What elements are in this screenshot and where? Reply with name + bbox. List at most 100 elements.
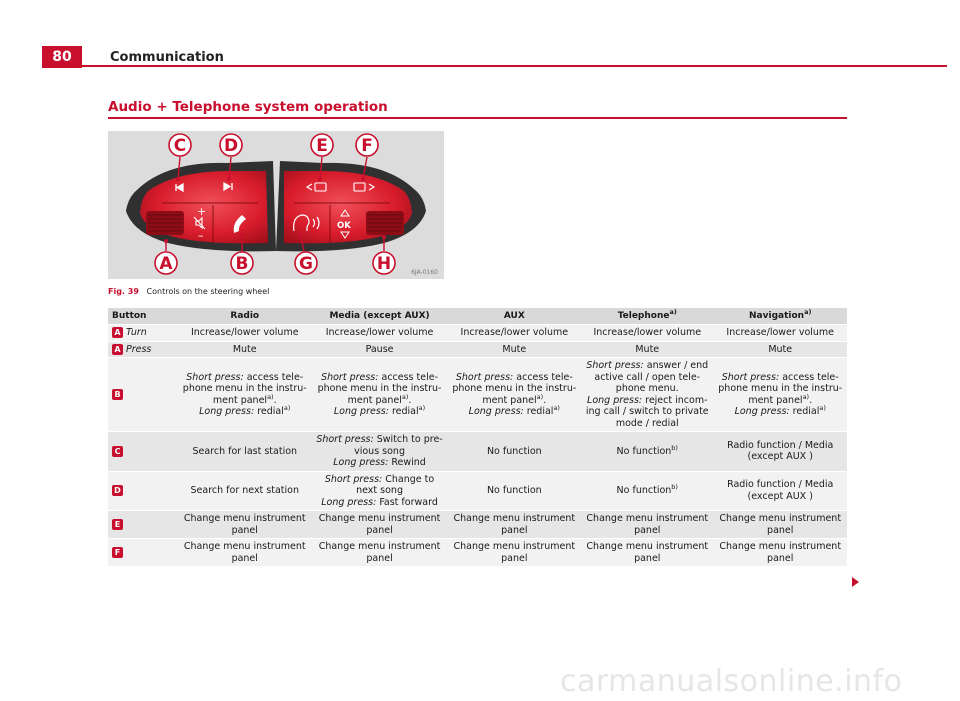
page-number: 80 xyxy=(42,46,82,68)
callout-c: C xyxy=(174,136,186,156)
ok-glyph: OK xyxy=(337,221,351,231)
header-navigation: Navigationa) xyxy=(713,308,847,325)
figure-caption-label: Fig. 39 xyxy=(108,287,139,296)
button-badge: D xyxy=(112,485,123,496)
callout-h: H xyxy=(377,254,391,274)
header-rule xyxy=(82,65,947,67)
table-header-row: Button Radio Media (except AUX) AUX Tele… xyxy=(108,308,847,325)
header-radio: Radio xyxy=(178,308,312,325)
table-cell: No function xyxy=(447,470,582,511)
header-telephone: Telephonea) xyxy=(581,308,714,325)
callout-a: A xyxy=(159,254,173,274)
callout-d: D xyxy=(224,136,238,156)
table-cell: Short press: access tele- phone menu in … xyxy=(311,357,448,432)
table-cell: Mute xyxy=(447,340,582,358)
figure-caption: Fig. 39 Controls on the steering wheel xyxy=(108,287,269,296)
mute-icon xyxy=(193,216,206,230)
volume-plus-glyph: + xyxy=(197,205,206,218)
chapter-title: Communication xyxy=(110,50,224,65)
callout-g: G xyxy=(299,254,313,274)
table-cell: Increase/lower volume xyxy=(447,324,582,341)
button-badge: A xyxy=(112,343,123,355)
section-title: Audio + Telephone system operation xyxy=(108,99,388,115)
table-cell: Radio function / Media(except AUX ) xyxy=(713,470,847,511)
table-cell: Mute xyxy=(178,340,312,358)
table-cell: Increase/lower volume xyxy=(713,324,847,341)
phone-icon xyxy=(233,215,246,233)
next-track-icon xyxy=(223,181,233,192)
callout-dots xyxy=(164,177,386,243)
steering-wheel-figure: + – xyxy=(108,131,444,279)
controls-table: Button Radio Media (except AUX) AUX Tele… xyxy=(108,308,847,566)
table-cell: Increase/lower volume xyxy=(311,324,448,341)
table-cell: Mute xyxy=(713,340,847,358)
row-label: F xyxy=(108,538,178,566)
button-badge: F xyxy=(112,546,123,558)
watermark: carmanualsonline.info xyxy=(560,664,903,699)
steering-wheel-illustration: + – xyxy=(108,131,444,279)
row-label: C xyxy=(108,431,178,471)
table-cell: Pause xyxy=(311,340,448,358)
table-cell: Increase/lower volume xyxy=(178,324,312,341)
previous-track-icon xyxy=(175,182,184,193)
button-badge: A xyxy=(112,327,123,338)
button-badge: E xyxy=(112,518,123,530)
table-cell: Mute xyxy=(581,340,714,358)
button-badge: B xyxy=(112,388,123,400)
table-cell: Short press: access tele- phone menu in … xyxy=(713,357,847,432)
callout-e: E xyxy=(316,136,328,156)
right-spoke: OK xyxy=(276,161,426,252)
down-icon xyxy=(340,231,350,239)
table-cell: No functionb) xyxy=(581,470,714,511)
table-cell: Short press: answer / end active call / … xyxy=(581,357,714,432)
continue-arrow-icon xyxy=(852,577,859,587)
figure-caption-text: Controls on the steering wheel xyxy=(146,287,270,296)
volume-minus-glyph: – xyxy=(198,229,204,242)
figure-code: 6JA-0160 xyxy=(411,269,438,276)
table-cell: Increase/lower volume xyxy=(581,324,714,341)
table-cell: No functionb) xyxy=(581,431,714,471)
table-cell: Short press: access tele- phone menu in … xyxy=(178,357,312,432)
row-label: E xyxy=(108,510,178,539)
section-rule xyxy=(108,117,847,119)
table-cell: Search for last station xyxy=(178,431,312,471)
header-button: Button xyxy=(108,308,178,325)
callouts: C D E F A B G H xyxy=(154,133,396,275)
table-row: B Short press: access tele- phone menu i… xyxy=(108,357,847,432)
header-aux: AUX xyxy=(447,308,582,325)
table-cell: Short press: Change to next song Long pr… xyxy=(311,470,448,511)
menu-left-icon xyxy=(305,182,327,192)
row-label: B xyxy=(108,357,178,432)
callout-leaders xyxy=(165,156,385,252)
left-spoke: + – xyxy=(126,161,276,252)
table-cell: Search for next station xyxy=(178,470,312,511)
table-cell: Short press: access tele- phone menu in … xyxy=(447,357,582,432)
table-row: D Search for next station Short press: C… xyxy=(108,470,847,511)
callout-b: B xyxy=(236,254,249,274)
table-cell: No function xyxy=(447,431,582,471)
table-cell: Radio function / Media(except AUX ) xyxy=(713,431,847,471)
menu-right-icon xyxy=(353,182,376,192)
up-icon xyxy=(340,209,350,217)
callout-f: F xyxy=(361,136,373,156)
table-cell: Short press: Switch to pre- vious song L… xyxy=(311,431,448,471)
header-media: Media (except AUX) xyxy=(311,308,448,325)
voice-icon xyxy=(293,214,320,232)
table-row: C Search for last station Short press: S… xyxy=(108,431,847,471)
